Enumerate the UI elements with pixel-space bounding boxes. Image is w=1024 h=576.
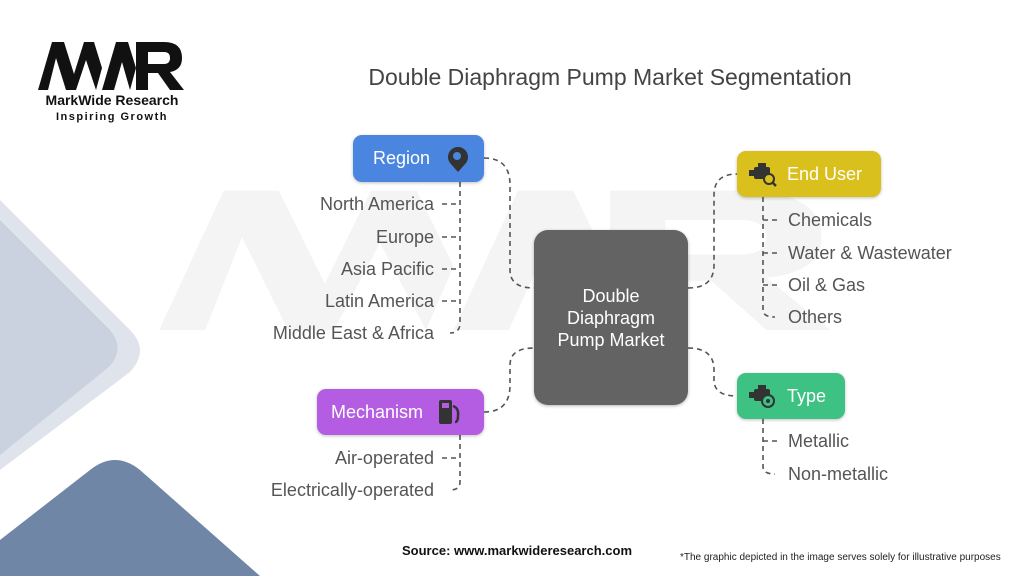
list-item: Chemicals (788, 210, 873, 230)
connector-type (687, 347, 738, 397)
connector-region (483, 157, 535, 289)
center-node: Double Diaphragm Pump Market (534, 230, 688, 405)
list-item: Metallic (788, 431, 850, 451)
list-item: Water & Wastewater (788, 243, 952, 263)
logo-name: MarkWide Research (45, 92, 179, 108)
list-item: Latin America (324, 291, 434, 311)
logo-tagline: Inspiring Growth (56, 111, 168, 123)
list-item: Others (788, 307, 843, 327)
fuel-pump-icon (435, 398, 463, 426)
segment-label: Type (787, 385, 827, 406)
list-item: Air-operated (334, 448, 434, 468)
list-item: North America (319, 194, 434, 214)
segment-label: Mechanism (331, 401, 424, 422)
segment-label: End User (787, 163, 863, 184)
segment-label: Region (373, 148, 431, 168)
list-item: Middle East & Africa (272, 323, 434, 343)
list-item: Oil & Gas (788, 275, 866, 295)
logo (36, 40, 186, 97)
disclaimer-text: *The graphic depicted in the image serve… (680, 552, 1001, 563)
page-title: Double Diaphragm Pump Market Segmentatio… (368, 64, 852, 90)
engine-search-icon (749, 160, 777, 188)
list-item: Electrically-operated (270, 480, 434, 500)
segment-region: Region (353, 135, 484, 182)
connector-end-user (687, 173, 738, 289)
connector-mechanism (483, 347, 535, 413)
segment-type: Type (737, 373, 845, 419)
center-label: Double Diaphragm Pump Market (557, 285, 665, 350)
engine-tag-icon (749, 382, 777, 410)
list-item: Asia Pacific (340, 259, 434, 279)
segment-mechanism: Mechanism (317, 389, 484, 435)
segment-end-user: End User (737, 151, 881, 197)
map-pin-icon (444, 145, 472, 173)
list-item: Europe (375, 227, 434, 247)
list-item: Non-metallic (788, 464, 889, 484)
source-text: Source: www.markwideresearch.com (402, 543, 633, 558)
